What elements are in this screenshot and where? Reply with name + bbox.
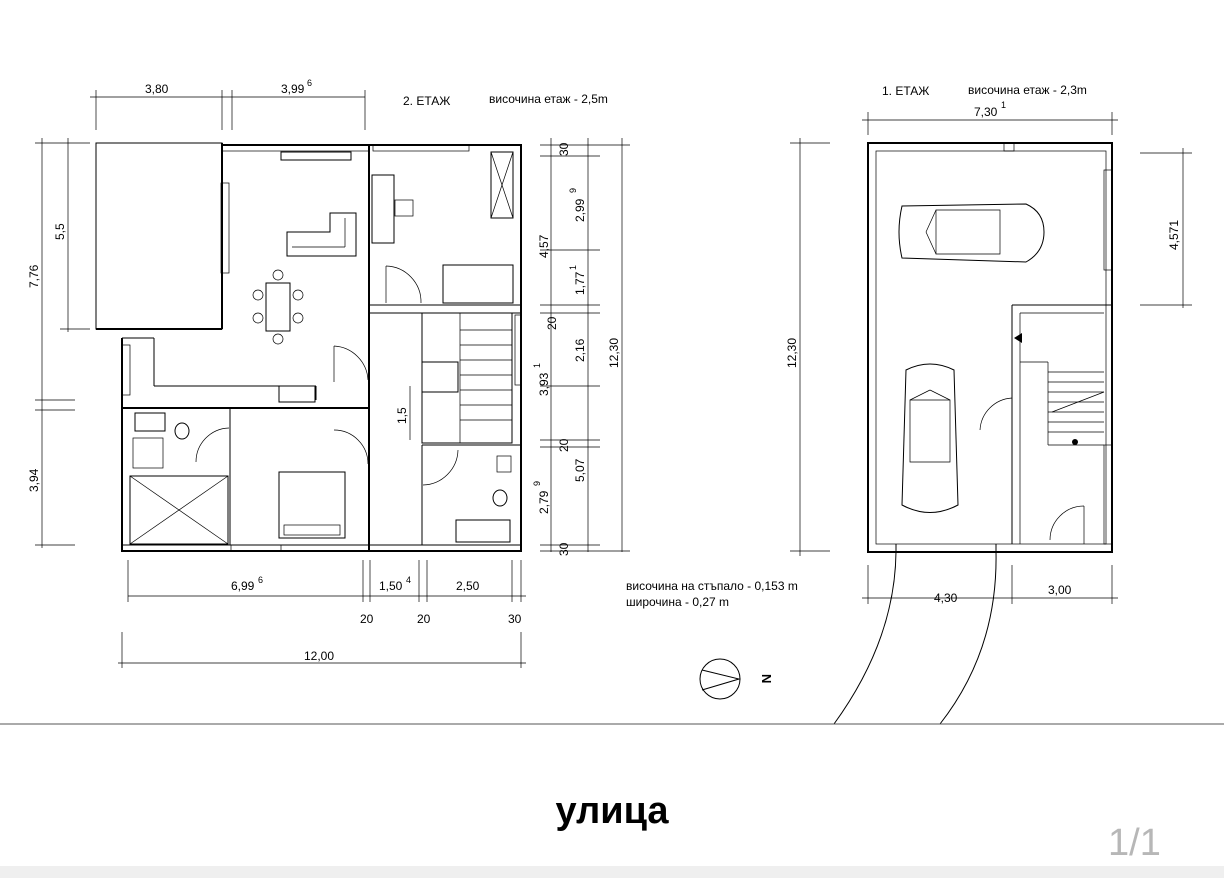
- balcony-outline: [95, 142, 223, 330]
- dim-bottom-250: 2,50: [456, 579, 480, 593]
- bed: [442, 264, 514, 304]
- floor2-plan: [95, 142, 522, 552]
- floor2-labels: 2. ЕТАЖ височина етаж - 2,5m 3,80 3,99 6…: [27, 78, 621, 663]
- dim-bottom-699-sup: 6: [258, 575, 263, 585]
- floor1-outer-wall: [867, 142, 1113, 553]
- dim-right-30b: 30: [557, 542, 571, 556]
- dim-bottom-30: 30: [508, 612, 522, 626]
- floor1-title: 1. ЕТАЖ: [882, 84, 929, 98]
- north-compass: N: [699, 658, 774, 700]
- floor1-height: височина етаж - 2,3m: [968, 83, 1087, 97]
- dim-top-730: 7,30: [974, 105, 998, 119]
- dim-right-279: 2,79: [537, 490, 551, 514]
- dim-bottom-20a: 20: [360, 612, 374, 626]
- dim-bottom-150-sup: 4: [406, 575, 411, 585]
- dim-right-4571: 4,571: [1167, 220, 1181, 250]
- dim-right-30a: 30: [557, 142, 571, 156]
- compass-north-label: N: [759, 674, 774, 683]
- car-top: [898, 203, 1045, 263]
- driveway-left: [833, 551, 897, 725]
- staircase-floor2: [421, 312, 513, 444]
- street-label: улица: [555, 790, 669, 832]
- wardrobe: [490, 151, 514, 219]
- toilet-2: [492, 489, 508, 507]
- dim-top-left: 3,80: [145, 82, 169, 96]
- dim-right-216: 2,16: [573, 338, 587, 362]
- dim-top-right: 3,99: [281, 82, 305, 96]
- dim-right-20b: 20: [557, 438, 571, 452]
- sofa: [286, 212, 357, 257]
- dim-right-507: 5,07: [573, 458, 587, 482]
- bottom-strip: [0, 866, 1224, 878]
- dim-right-279-sup: 9: [532, 481, 542, 486]
- dim-bottom-699: 6,99: [231, 579, 255, 593]
- desk: [371, 174, 395, 244]
- bathtub: [455, 519, 511, 543]
- dim-right-393-sup: 1: [532, 363, 542, 368]
- dim-left-1230: 12,30: [785, 338, 799, 368]
- floor2-title: 2. ЕТАЖ: [403, 94, 450, 108]
- staircase-floor1: [1020, 361, 1105, 446]
- dim-right-393: 3,93: [537, 372, 551, 396]
- floor2-outer-wall: [121, 144, 522, 552]
- dim-right-177: 1,77: [573, 271, 587, 295]
- dim-right-20a: 20: [545, 316, 559, 330]
- dim-bottom-430: 4,30: [934, 591, 958, 605]
- step-height-note: височина на стъпало - 0,153 m: [626, 579, 798, 593]
- dim-bottom-300: 3,00: [1048, 583, 1072, 597]
- floor1-dimension-lines: [790, 112, 1192, 604]
- car-bottom: [901, 363, 959, 513]
- dim-left-776: 7,76: [27, 264, 41, 288]
- dim-bottom-20b: 20: [417, 612, 431, 626]
- dim-left-394: 3,94: [27, 468, 41, 492]
- dim-top-730-sup: 1: [1001, 100, 1006, 110]
- dim-left-55: 5,5: [53, 223, 67, 240]
- floor1-labels: 1. ЕТАЖ височина етаж - 2,3m 7,30 1 4,57…: [785, 83, 1181, 605]
- dim-right-299: 2,99: [573, 198, 587, 222]
- dim-bottom-1200: 12,00: [304, 649, 334, 663]
- double-bed: [278, 471, 346, 539]
- floor2-height: височина етаж - 2,5m: [489, 92, 608, 106]
- floor1-plan: [833, 142, 1113, 725]
- dim-right-299-sup: 9: [568, 188, 578, 193]
- dim-top-right-sup: 6: [307, 78, 312, 88]
- stair-marker: [1072, 439, 1078, 445]
- toilet: [174, 422, 190, 440]
- dim-right-457: 4,57: [537, 234, 551, 258]
- driveway-right: [939, 551, 997, 725]
- stair-notes: височина на стъпало - 0,153 m широчина -…: [626, 579, 798, 609]
- double-bed-left: [129, 475, 229, 545]
- sink: [134, 412, 166, 432]
- kitchen-hob: [278, 385, 316, 403]
- tv-unit: [280, 151, 352, 161]
- dim-right-1230: 12,30: [607, 338, 621, 368]
- dim-inner-15: 1,5: [395, 407, 409, 424]
- floor2-dimension-lines: [35, 90, 630, 668]
- step-width-note: широчина - 0,27 m: [626, 595, 729, 609]
- page-indicator: 1/1: [1108, 822, 1161, 864]
- dining-table: [265, 282, 291, 332]
- dim-bottom-150: 1,50: [379, 579, 403, 593]
- dim-right-177-sup: 1: [568, 265, 578, 270]
